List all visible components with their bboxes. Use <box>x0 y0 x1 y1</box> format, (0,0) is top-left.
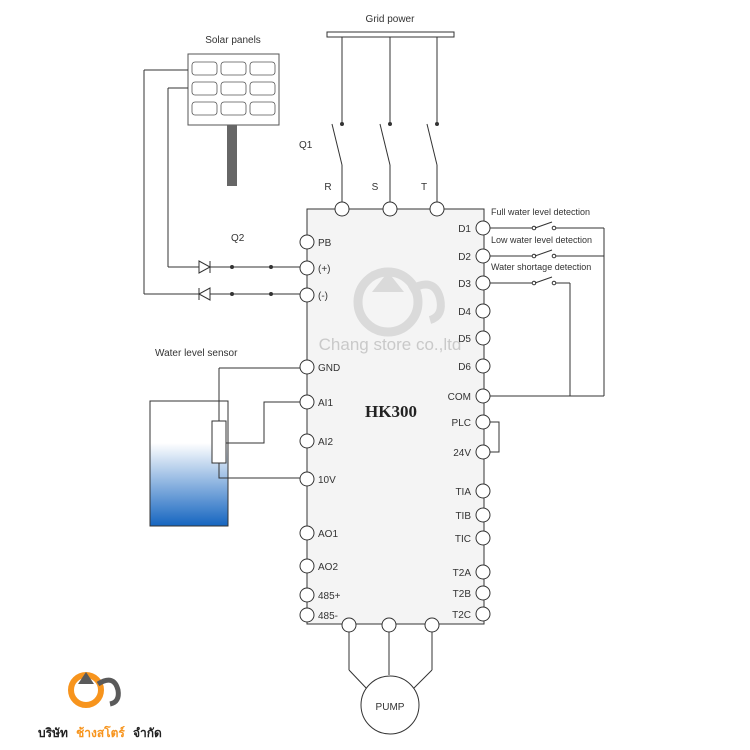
company-prefix: บริษัท <box>38 726 68 740</box>
terminal-t2a-label: T2A <box>453 568 472 579</box>
terminal-24v <box>475 444 491 460</box>
terminal-ai1-label: AI1 <box>318 398 333 409</box>
terminal-485-minus <box>299 607 315 623</box>
terminal-t2b-label: T2B <box>453 589 472 600</box>
water-shortage-detection-label: Water shortage detection <box>491 262 591 272</box>
terminal-tib-label: TIB <box>455 511 471 522</box>
terminal-s <box>382 201 398 217</box>
company-logo <box>68 672 121 708</box>
terminal-d1 <box>475 220 491 236</box>
left-terminals: PB (+) (-) GND AI1 AI2 10V AO1 AO2 485+ … <box>299 234 341 623</box>
terminal-ao2 <box>299 558 315 574</box>
terminal-ai1 <box>299 394 315 410</box>
low-water-detection-label: Low water level detection <box>491 235 592 245</box>
terminal-d5-label: D5 <box>458 334 471 345</box>
terminal-pb-label: PB <box>318 238 332 249</box>
terminal-d3 <box>475 275 491 291</box>
water-level-sensor-label: Water level sensor <box>155 348 238 359</box>
terminal-d2-label: D2 <box>458 252 471 263</box>
terminal-plus-label: (+) <box>318 264 331 275</box>
watermark-logo <box>353 267 445 337</box>
terminal-t2a <box>475 564 491 580</box>
water-tank <box>149 400 229 527</box>
terminal-w <box>424 617 440 633</box>
inverter-body <box>306 208 485 625</box>
terminal-s-label: S <box>372 182 379 193</box>
plc-24v-jumper <box>490 421 500 453</box>
terminal-plc <box>475 414 491 430</box>
q2-diodes <box>144 260 300 301</box>
terminal-d6 <box>475 358 491 374</box>
terminal-d3-label: D3 <box>458 279 471 290</box>
level-sensor-probe <box>211 420 227 464</box>
company-suffix: จำกัด <box>133 726 162 740</box>
terminal-ai2 <box>299 433 315 449</box>
terminal-gnd-label: GND <box>318 363 340 374</box>
terminal-minus <box>299 287 315 303</box>
detection-switches: Full water level detection Low water lev… <box>490 207 605 397</box>
terminal-u <box>341 617 357 633</box>
model-label: HK300 <box>365 402 417 421</box>
terminal-d4-label: D4 <box>458 307 471 318</box>
terminal-10v <box>299 471 315 487</box>
terminal-t2b <box>475 585 491 601</box>
terminal-ao1 <box>299 525 315 541</box>
terminal-r <box>334 201 350 217</box>
terminal-485-plus-label: 485+ <box>318 591 341 602</box>
terminal-com-label: COM <box>448 392 471 403</box>
q1-label: Q1 <box>299 140 313 151</box>
terminal-t2c-label: T2C <box>452 610 471 621</box>
terminal-ao1-label: AO1 <box>318 529 338 540</box>
terminal-com <box>475 388 491 404</box>
pump-label: PUMP <box>376 702 405 713</box>
company-name: บริษัท ช้างสโตร์ จำกัด <box>38 725 162 740</box>
terminal-gnd <box>299 359 315 375</box>
terminal-plc-label: PLC <box>452 418 471 429</box>
terminal-tib <box>475 507 491 523</box>
terminal-t-label: T <box>421 182 427 193</box>
terminal-ao2-label: AO2 <box>318 562 338 573</box>
terminal-24v-label: 24V <box>453 448 471 459</box>
terminal-d6-label: D6 <box>458 362 471 373</box>
terminal-t2c <box>475 606 491 622</box>
right-terminals: D1 D2 D3 D4 D5 D6 COM PLC 24V TIA TIB TI… <box>448 220 491 622</box>
terminal-ai2-label: AI2 <box>318 437 333 448</box>
q2-label: Q2 <box>231 233 245 244</box>
terminal-d2 <box>475 248 491 264</box>
terminal-plus <box>299 260 315 276</box>
terminal-d4 <box>475 303 491 319</box>
terminal-tic <box>475 530 491 546</box>
terminal-d5 <box>475 330 491 346</box>
terminal-10v-label: 10V <box>318 475 336 486</box>
terminal-tia <box>475 483 491 499</box>
grid-power-label: Grid power <box>366 14 416 25</box>
company-highlight: ช้างสโตร์ <box>76 725 125 740</box>
terminal-d1-label: D1 <box>458 224 471 235</box>
solar-panels-label: Solar panels <box>205 35 261 46</box>
terminal-minus-label: (-) <box>318 291 328 302</box>
terminal-v <box>381 617 397 633</box>
full-water-detection-label: Full water level detection <box>491 207 590 217</box>
terminal-tia-label: TIA <box>455 487 471 498</box>
terminal-485-minus-label: 485- <box>318 611 338 622</box>
watermark-text: Chang store co.,ltd <box>319 335 462 354</box>
q1-breaker: Q1 <box>299 122 439 208</box>
terminal-pb <box>299 234 315 250</box>
grid-power-bus <box>326 31 455 38</box>
terminal-485-plus <box>299 587 315 603</box>
terminal-tic-label: TIC <box>455 534 471 545</box>
terminal-r-label: R <box>324 182 331 193</box>
terminal-t <box>429 201 445 217</box>
solar-panel <box>187 53 280 186</box>
pump-motor <box>360 675 420 735</box>
